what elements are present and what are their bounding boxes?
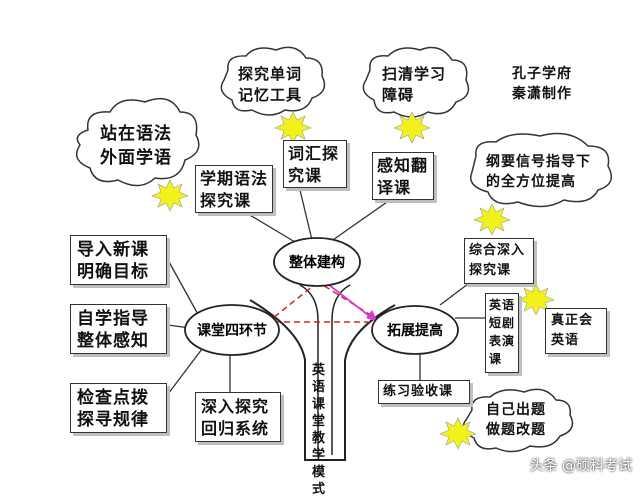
cloud-all-round: 纲要信号指导下 的全方位提高	[486, 154, 591, 190]
cloud-word-memory: 探究单词 记忆工具	[238, 65, 303, 104]
trunk-label: 英语课堂教学模式	[312, 363, 327, 497]
ellipse-right	[371, 305, 459, 355]
starburst-shapes	[151, 111, 555, 450]
label-extend: 拓展提高	[387, 322, 443, 339]
box-practice: 练习验收课	[378, 380, 470, 404]
box-drama: 英语 短剧 表演 课	[485, 293, 519, 373]
credit-text: 孔子学府 秦潇制作	[512, 66, 572, 102]
arrow-head	[366, 310, 378, 322]
box-step-2: 自学指导 整体感知	[70, 304, 167, 354]
box-comprehensive: 综合深入 探究课	[464, 238, 534, 284]
watermark: 头条 @硕科考试	[529, 458, 632, 474]
box-true-english: 真正会 英语	[545, 308, 607, 354]
box-vocab-course: 词汇探 究课	[283, 140, 347, 188]
cloud-outside-grammar: 站在语法 外面学语	[100, 124, 172, 168]
tree-trunk	[249, 299, 396, 461]
connector-lines	[164, 189, 501, 399]
label-four-steps: 课堂四环节	[197, 322, 267, 339]
box-step-4: 深入探究 回归系统	[195, 392, 281, 442]
tree-trunk-inner	[299, 284, 351, 455]
box-step-1: 导入新课 明确目标	[70, 235, 167, 285]
label-whole: 整体建构	[288, 254, 345, 271]
mind-map-diagram: 整体建构 课堂四环节 拓展提高	[75, 46, 613, 461]
ellipse-whole	[273, 237, 361, 287]
box-translation-course: 感知翻 译课	[372, 152, 434, 200]
dashed-triangle	[265, 281, 385, 323]
cloud-clear-obstacles: 扫清学习 障碍	[382, 65, 447, 104]
cloud-self-questions: 自己出题 做题改题	[486, 402, 546, 438]
box-grammar-course: 学期语法 探究课	[195, 165, 273, 213]
ellipse-left	[184, 304, 280, 356]
box-step-3: 检查点拨 探寻规律	[70, 383, 167, 433]
cloud-shapes	[75, 46, 613, 453]
